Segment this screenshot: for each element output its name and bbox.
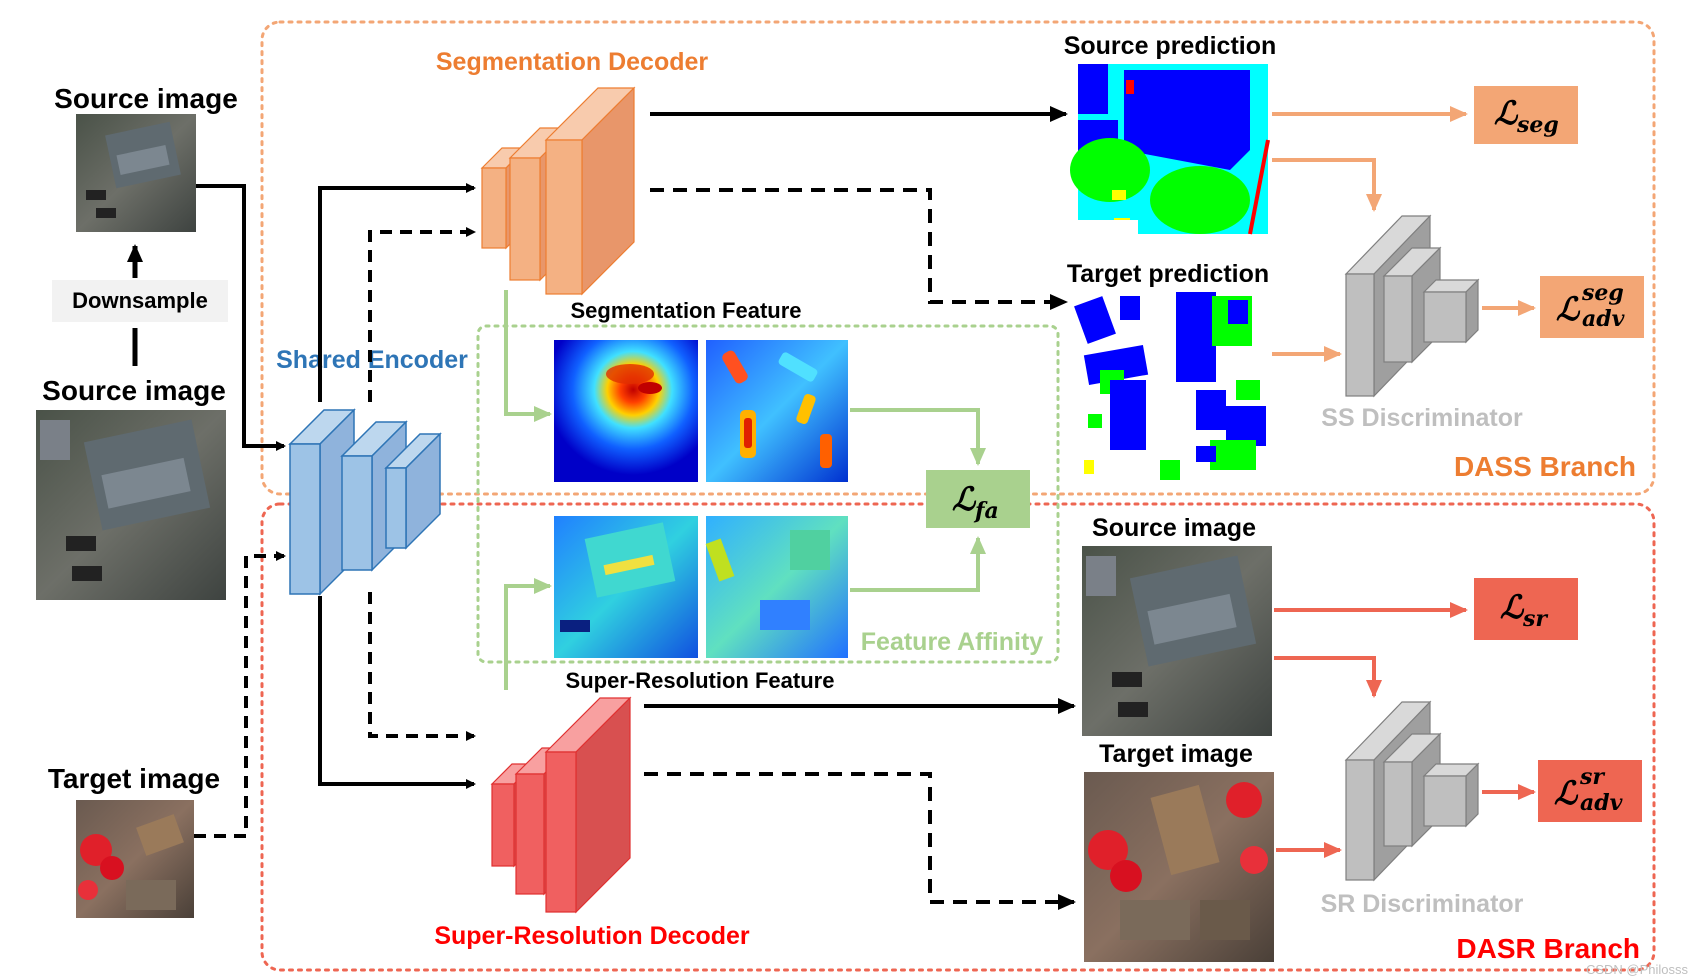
encoder-to-sr-decoder-solid bbox=[318, 596, 476, 789]
sr-feature-to-lfa-arrow bbox=[850, 536, 986, 592]
loss-sr: ℒsr bbox=[1500, 588, 1548, 632]
shared-encoder-label: Shared Encoder bbox=[276, 346, 468, 374]
seg-feature-to-lfa-arrow bbox=[850, 408, 986, 466]
source-prediction-label: Source prediction bbox=[1064, 32, 1277, 60]
loss-seg: ℒseg bbox=[1494, 94, 1559, 138]
sr-feature-label: Super-Resolution Feature bbox=[566, 668, 835, 693]
feature-affinity-frame bbox=[476, 324, 1060, 664]
source-image-large bbox=[36, 410, 226, 600]
loss-seg-box bbox=[1474, 86, 1578, 144]
loss-fa-box bbox=[926, 470, 1030, 528]
target-image-small bbox=[76, 800, 194, 918]
sr-feature-map-1 bbox=[554, 516, 698, 658]
source-image-sr-label: Source image bbox=[1092, 514, 1256, 542]
seg-feature-map-2 bbox=[706, 340, 848, 482]
target-image-sr bbox=[1084, 772, 1274, 962]
dass-branch-frame bbox=[260, 20, 1656, 496]
source-image-to-sr-disc-arrow bbox=[1274, 656, 1382, 698]
loss-adv-sr-sup: sr bbox=[1579, 764, 1605, 790]
encoder-to-seg-decoder-dashed bbox=[368, 227, 476, 402]
sr-feature-map-2 bbox=[705, 516, 848, 658]
seg-feature-label: Segmentation Feature bbox=[570, 298, 801, 323]
loss-adv-seg-sub: adv bbox=[1582, 306, 1625, 332]
target-image-sr-label: Target image bbox=[1099, 740, 1253, 768]
source-image-small bbox=[76, 114, 196, 232]
downsample-box bbox=[52, 280, 228, 322]
loss-adv-seg-sup: seg bbox=[1581, 280, 1624, 306]
loss-sr-box bbox=[1474, 578, 1578, 640]
sr-decoder-label: Super-Resolution Decoder bbox=[434, 922, 750, 950]
loss-adv-sr-sub: adv bbox=[1580, 790, 1623, 816]
loss-adv-sr-symbol: ℒ bbox=[1554, 774, 1579, 812]
source-prediction-map bbox=[1070, 64, 1270, 235]
feature-affinity-label: Feature Affinity bbox=[861, 628, 1044, 656]
target-prediction-map bbox=[1074, 290, 1268, 482]
source-image-sr bbox=[1082, 546, 1272, 736]
seg-decoder-block bbox=[480, 86, 636, 296]
source-pred-to-ss-disc-arrow bbox=[1272, 158, 1382, 212]
dasr-branch-label: DASR Branch bbox=[1456, 933, 1640, 964]
source-image-small-label: Source image bbox=[54, 83, 238, 114]
sr-decoder-block bbox=[490, 696, 632, 914]
sr-decoder-to-sr-feature-arrow bbox=[504, 578, 552, 690]
ss-discriminator-label: SS Discriminator bbox=[1321, 404, 1523, 432]
seg-decoder-to-target-pred-arrow bbox=[650, 188, 1068, 310]
source-image-large-label: Source image bbox=[42, 375, 226, 406]
downsample-label: Downsample bbox=[72, 288, 208, 313]
ss-discriminator-block bbox=[1344, 214, 1480, 398]
watermark: CSDN @Philosss bbox=[1586, 962, 1689, 977]
target-prediction-label: Target prediction bbox=[1067, 260, 1269, 288]
source-small-to-encoder-arrow bbox=[196, 184, 286, 451]
target-to-encoder-arrow bbox=[194, 551, 286, 838]
loss-adv-sr-box bbox=[1538, 760, 1642, 822]
dass-branch-label: DASS Branch bbox=[1454, 451, 1636, 482]
target-image-label: Target image bbox=[48, 763, 220, 794]
shared-encoder-block bbox=[288, 408, 442, 596]
loss-adv-seg-box bbox=[1540, 276, 1644, 338]
sr-decoder-to-target-image-arrow bbox=[644, 772, 1076, 910]
loss-adv-seg-symbol: ℒ bbox=[1556, 290, 1581, 328]
seg-decoder-label: Segmentation Decoder bbox=[436, 48, 709, 76]
seg-decoder-to-seg-feature-arrow bbox=[504, 290, 552, 422]
seg-feature-map-1 bbox=[554, 340, 698, 482]
sr-discriminator-label: SR Discriminator bbox=[1321, 890, 1524, 918]
encoder-to-sr-decoder-dashed bbox=[368, 592, 476, 741]
loss-fa: ℒfa bbox=[952, 480, 999, 524]
sr-discriminator-block bbox=[1344, 700, 1480, 882]
encoder-to-seg-decoder-solid bbox=[318, 183, 476, 402]
